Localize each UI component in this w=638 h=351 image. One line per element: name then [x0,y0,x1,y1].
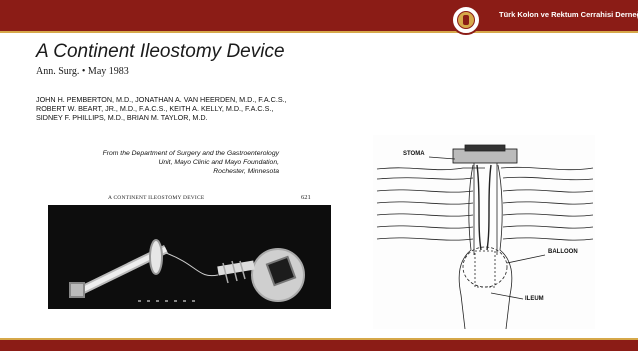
footer-bar [0,340,638,351]
author-line: JOHN H. PEMBERTON, M.D., JONATHAN A. VAN… [36,95,287,104]
department-line: From the Department of Surgery and the G… [34,149,279,158]
device-photograph: A CONTINENT ILEOSTOMY DEVICE 621 [48,191,338,311]
organization-name: Türk Kolon ve Rektum Cerrahisi Derneği [499,10,638,19]
ileum-label: ILEUM [525,296,544,302]
device-photo-image [48,205,331,309]
department-affiliation: From the Department of Surgery and the G… [34,149,279,176]
department-line: Rochester, Minnesota [34,167,279,176]
footer-accent-line [0,338,638,340]
device-diagram: STOMA BALLOON ILEUM [373,135,595,329]
balloon-label: BALLOON [548,249,578,255]
journal-citation: Ann. Surg. • May 1983 [36,66,129,77]
photo-caption: A CONTINENT ILEOSTOMY DEVICE [108,195,204,201]
department-line: Unit, Mayo Clinic and Mayo Foundation, [34,158,279,167]
slide-title: A Continent Ileostomy Device [36,41,285,63]
photo-page-number: 621 [301,194,311,201]
header-accent-line [0,31,638,33]
association-logo-icon [451,5,481,35]
stoma-label: STOMA [403,151,425,157]
author-line: SIDNEY F. PHILLIPS, M.D., BRIAN M. TAYLO… [36,113,287,122]
author-line: ROBERT W. BEART, JR., M.D., F.A.C.S., KE… [36,104,287,113]
author-list: JOHN H. PEMBERTON, M.D., JONATHAN A. VAN… [36,95,287,122]
